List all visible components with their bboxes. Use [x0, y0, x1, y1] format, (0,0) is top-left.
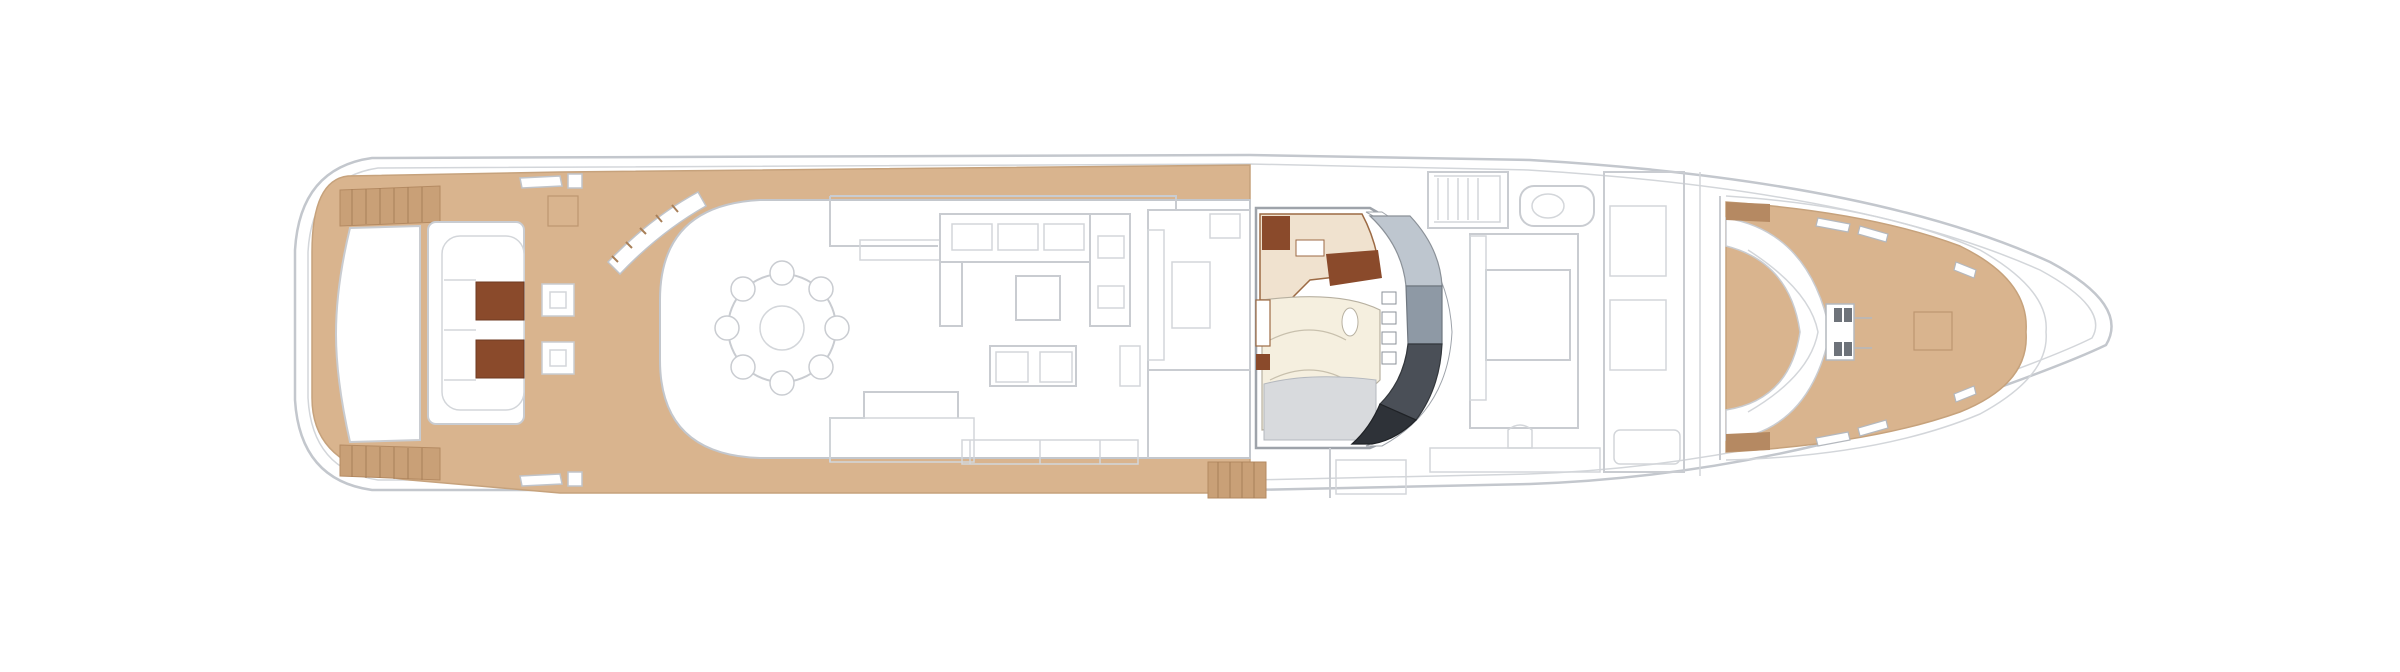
foredeck [1725, 201, 2027, 453]
aft-cushion-1 [475, 281, 525, 321]
salon-floor [659, 199, 1251, 459]
aft-sofa [427, 221, 525, 425]
curved-bench [606, 190, 708, 276]
aft-steps-bottom [339, 444, 441, 481]
aft-side-table-1 [541, 283, 575, 317]
aft-side-table-2 [541, 341, 575, 375]
aft-steps-top [339, 185, 441, 227]
forward-hatch [1913, 311, 1953, 351]
cleat-top [519, 173, 583, 189]
cleat-bottom [519, 471, 583, 487]
dining-table-icon [714, 260, 850, 396]
salon-lounge [939, 213, 1131, 327]
bow-line [1725, 195, 2047, 461]
pantry [1147, 209, 1251, 458]
aft-sun-pad [334, 224, 421, 444]
forward-cabin [1329, 171, 1685, 498]
foredeck-fittings [1815, 217, 1977, 447]
anchor-winch-icon [1825, 303, 1872, 361]
wheelhouse [1254, 206, 1453, 450]
side-stairs [1207, 461, 1267, 499]
deck-hatch-top [547, 195, 579, 227]
salon-bar [989, 345, 1141, 387]
aft-cushion-2 [475, 339, 525, 379]
salon-walls [829, 195, 1177, 465]
